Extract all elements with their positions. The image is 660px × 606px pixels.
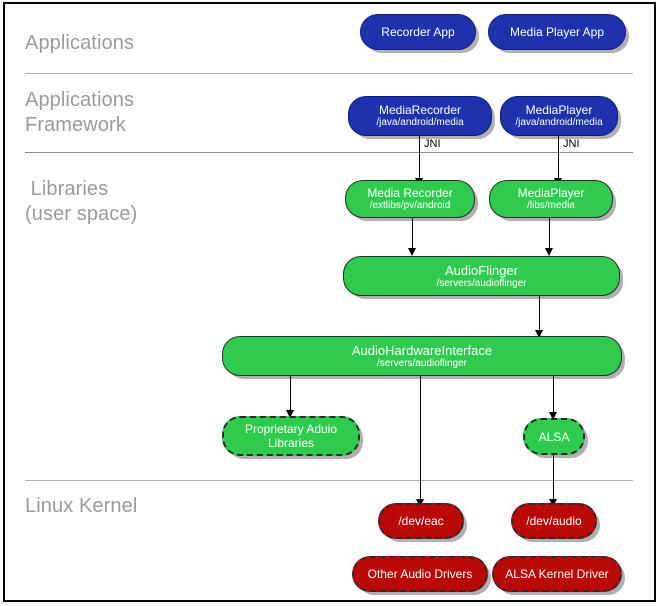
node-title: MediaRecorder <box>378 103 462 117</box>
node-title: AudioFlinger <box>445 262 518 278</box>
node-dev-audio[interactable]: /dev/audio <box>511 503 597 539</box>
node-proprietary-audio-libraries[interactable]: Proprietary Aduio Libraries <box>222 416 360 456</box>
node-alsa-kernel-driver[interactable]: ALSA Kernel Driver <box>492 556 622 592</box>
divider-libraries <box>25 480 633 481</box>
arrowhead-audioflinger-to-hardware-interface <box>534 330 543 338</box>
node-other-audio-drivers[interactable]: Other Audio Drivers <box>352 556 488 592</box>
node-title: Media Recorder <box>367 186 453 200</box>
node-title: ALSA <box>538 429 570 444</box>
node-title: /dev/audio <box>526 514 582 528</box>
node-subtitle: /servers/audioflinger <box>436 277 527 289</box>
connector-audioflinger-to-hardware-interface <box>539 296 540 336</box>
node-media-recorder-library[interactable]: Media Recorder /extlibs/pv/android <box>345 180 475 218</box>
node-title: Recorder App <box>381 25 455 39</box>
node-dev-eac[interactable]: /dev/eac <box>378 503 464 539</box>
node-media-player-framework[interactable]: MediaPlayer /java/android/media <box>500 96 618 136</box>
node-title: /dev/eac <box>398 514 444 528</box>
connector-alsa-to-dev-audio <box>553 455 554 505</box>
node-media-recorder-framework[interactable]: MediaRecorder /java/android/media <box>348 96 492 136</box>
layer-label-libraries: Libraries (user space) <box>25 178 138 225</box>
node-title: MediaPlayer <box>517 186 585 200</box>
arrowhead-hardware-interface-to-alsa <box>548 412 557 420</box>
connector-hardware-interface-to-proprietary <box>290 376 291 416</box>
divider-applications <box>25 73 633 74</box>
connector-hardware-interface-to-dev-eac <box>420 376 421 505</box>
node-title: Other Audio Drivers <box>367 567 473 581</box>
node-subtitle: /servers/audioflinger <box>376 357 468 369</box>
node-title: Proprietary Aduio <box>244 422 338 436</box>
arrowhead-hardware-interface-to-proprietary <box>285 410 294 418</box>
node-subtitle: /libs/media <box>527 200 575 211</box>
arrowhead-media-player-to-audioflinger <box>544 248 553 256</box>
node-audio-hardware-interface[interactable]: AudioHardwareInterface /servers/audiofli… <box>222 336 622 376</box>
edge-label-jni-player: JNI <box>563 138 580 150</box>
arrowhead-media-recorder-to-audioflinger <box>407 248 416 256</box>
divider-applications-framework <box>25 152 633 153</box>
node-subtitle: Libraries <box>267 436 315 450</box>
node-title: Media Player App <box>509 25 605 39</box>
layer-label-linux-kernel: Linux Kernel <box>25 495 138 517</box>
connector-jni-recorder <box>419 136 420 184</box>
node-media-player-library[interactable]: MediaPlayer /libs/media <box>489 180 613 218</box>
node-media-player-app[interactable]: Media Player App <box>488 14 626 50</box>
node-alsa[interactable]: ALSA <box>523 418 585 455</box>
node-subtitle: /java/android/media <box>376 117 464 128</box>
connector-jni-player <box>558 136 559 184</box>
node-subtitle: /java/android/media <box>515 117 603 128</box>
layer-label-applications-framework: Applications Framework <box>25 89 135 136</box>
node-audio-flinger[interactable]: AudioFlinger /servers/audioflinger <box>343 256 620 296</box>
node-subtitle: /extlibs/pv/android <box>369 200 451 211</box>
node-recorder-app[interactable]: Recorder App <box>360 14 476 50</box>
node-title: MediaPlayer <box>525 103 593 117</box>
node-title: ALSA Kernel Driver <box>505 567 609 581</box>
connector-media-player-to-audioflinger <box>549 218 550 254</box>
connector-hardware-interface-to-alsa <box>553 376 554 418</box>
edge-label-jni-recorder: JNI <box>424 138 441 150</box>
node-title: AudioHardwareInterface <box>351 342 493 358</box>
layer-label-applications: Applications <box>25 32 135 54</box>
connector-media-recorder-to-audioflinger <box>412 218 413 254</box>
